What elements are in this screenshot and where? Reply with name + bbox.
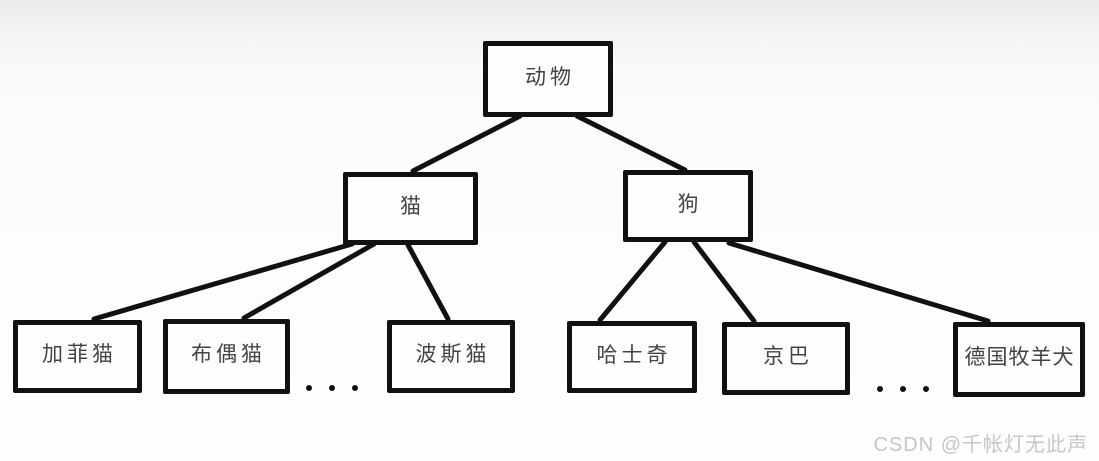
node-husky-label: 哈士奇	[596, 342, 672, 367]
watermark: CSDN @千帐灯无此声	[873, 434, 1088, 456]
node-animal-label: 动物	[525, 64, 575, 89]
ellipsis-cat-row	[306, 385, 358, 391]
node-dog: 狗	[623, 170, 753, 242]
edge-dog-husky	[597, 239, 668, 323]
node-cat-label: 猫	[400, 194, 425, 218]
dot-icon	[352, 385, 358, 391]
ellipsis-dog-row	[877, 386, 929, 392]
dot-icon	[306, 385, 312, 391]
edge-cat-persian	[405, 242, 451, 322]
node-husky: 哈士奇	[567, 321, 697, 393]
node-pekingese-label: 京巴	[763, 344, 813, 368]
node-persian-cat: 波斯猫	[387, 320, 515, 393]
dot-icon	[900, 386, 906, 392]
edge-cat-garfield	[91, 241, 355, 322]
node-ragdoll-cat-label: 布偶猫	[191, 342, 266, 366]
edge-root-cat	[410, 113, 523, 174]
node-dog-label: 狗	[677, 191, 703, 216]
node-garfield-cat: 加菲猫	[13, 320, 142, 393]
node-persian-cat-label: 波斯猫	[415, 342, 491, 366]
node-german-shepherd: 德国牧羊犬	[953, 322, 1085, 397]
edge-cat-ragdoll	[241, 241, 377, 321]
node-pekingese: 京巴	[722, 322, 850, 395]
dot-icon	[329, 385, 335, 391]
node-garfield-cat-label: 加菲猫	[42, 342, 117, 366]
node-animal: 动物	[483, 41, 613, 117]
edge-root-dog	[574, 113, 688, 173]
dot-icon	[923, 386, 929, 392]
node-ragdoll-cat: 布偶猫	[163, 319, 290, 394]
dot-icon	[877, 386, 883, 392]
node-cat: 猫	[343, 172, 478, 245]
edge-dog-german-shepherd	[726, 240, 991, 324]
edge-dog-pekingese	[691, 239, 757, 324]
node-german-shepherd-label: 德国牧羊犬	[964, 345, 1075, 369]
